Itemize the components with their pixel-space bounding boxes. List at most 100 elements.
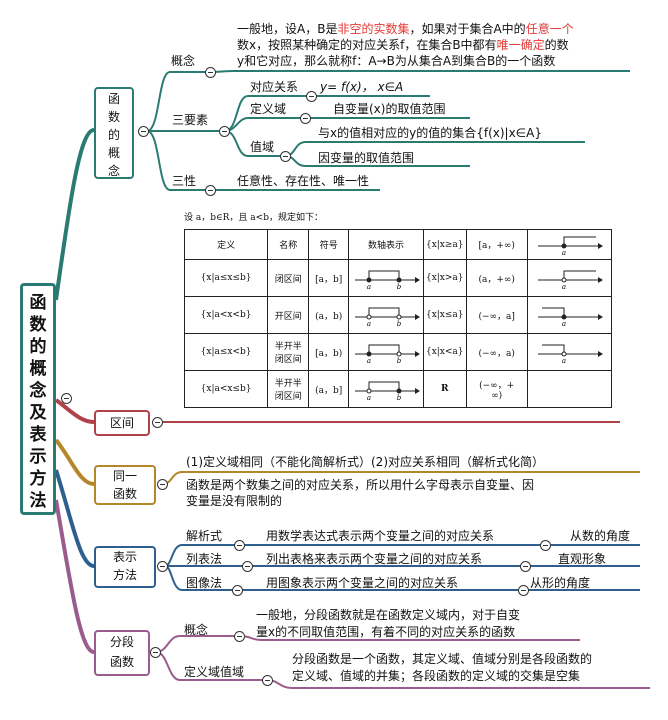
- table-cell: {x|a≤x≤b}: [183, 259, 269, 297]
- table-cell: (a，b): [308, 296, 350, 334]
- svg-text:a: a: [367, 283, 371, 290]
- concept-def-line-1: 一般地，设A，B是非空的实数集，如果对于集合A中的任意一个: [237, 21, 574, 37]
- svg-text:a: a: [367, 357, 371, 364]
- collapse-toggle-domain[interactable]: [300, 113, 311, 124]
- domain-label: 定义域: [250, 102, 287, 116]
- repr-method-note: 从形的角度: [530, 576, 591, 590]
- table-cell: [a，b]: [308, 259, 350, 297]
- def-text-segment: 数x，按照某种确定的对应关系f，在集合B中都有: [237, 38, 497, 52]
- svg-text:a: a: [562, 283, 566, 290]
- collapse-toggle-repr-item[interactable]: [242, 561, 253, 572]
- domain-value: 自变量(x)的取值范围: [333, 102, 446, 116]
- table-cell: 半开半 闭区间: [267, 370, 310, 408]
- mapping-label: 对应关系: [250, 80, 299, 94]
- piece-dr-line-2: 定义域、值域的并集；各段函数的定义域的交集是空集: [292, 669, 581, 683]
- svg-text:a: a: [562, 357, 566, 364]
- number-line-icon: a: [538, 270, 604, 291]
- table-cell: a: [526, 259, 613, 297]
- branch-representation[interactable]: 表示 方法: [94, 546, 156, 588]
- table-cell: {x|a<x≤b}: [183, 370, 269, 408]
- table-header-cell: 名称: [267, 229, 310, 260]
- svg-text:a: a: [367, 320, 371, 327]
- concept-def-label: 概念: [171, 54, 196, 68]
- collapse-toggle-concept[interactable]: [138, 126, 149, 137]
- collapse-toggle-root[interactable]: [61, 393, 72, 404]
- number-line-icon: a: [538, 307, 604, 328]
- table-cell: (−∞，a]: [465, 296, 528, 334]
- table-cell: R: [422, 370, 467, 408]
- svg-text:a: a: [562, 320, 566, 327]
- collapse-toggle-mapping[interactable]: [306, 91, 317, 102]
- def-text-segment: y和它对应，那么就称f：A→B为从集合A到集合B的一个函数: [237, 54, 556, 68]
- table-cell: a: [526, 333, 613, 371]
- table-header-row: 定义名称符号数轴表示{x|x≥a}[a，+∞)a: [183, 229, 613, 260]
- table-cell: (−∞，+ ∞): [465, 370, 528, 408]
- repr-method-label: 图像法: [186, 576, 223, 590]
- branch-piecewise[interactable]: 分段 函数: [94, 630, 150, 676]
- collapse-toggle-piece[interactable]: [150, 647, 161, 658]
- collapse-toggle-three[interactable]: [219, 126, 230, 137]
- same-condition: (1)定义域相同（不能化简解析式）(2)对应关系相同（解析式化简）: [186, 455, 544, 469]
- repr-method-label: 列表法: [186, 552, 223, 566]
- table-cell: (a，+∞): [465, 259, 528, 297]
- table-header-cell: a: [526, 229, 613, 260]
- repr-method-desc: 列出表格来表示两个变量之间的对应关系: [266, 552, 483, 566]
- svg-text:a: a: [367, 394, 371, 401]
- collapse-toggle-piece-def[interactable]: [234, 631, 245, 642]
- repr-method-desc: 用图象表示两个变量之间的对应关系: [266, 576, 459, 590]
- table-cell: {x|x≤a}: [422, 296, 467, 334]
- range-value-set: 与x的值相对应的y的值的集合{f(x)|x∈A}: [318, 126, 542, 140]
- number-line-icon: a: [538, 344, 604, 365]
- collapse-toggle-repr-note[interactable]: [520, 561, 531, 572]
- collapse-toggle-repr[interactable]: [157, 561, 168, 572]
- concept-def-line-2: 数x，按照某种确定的对应关系f，在集合B中都有唯一确定的数: [237, 37, 569, 53]
- collapse-toggle-repr-item[interactable]: [232, 585, 243, 596]
- svg-text:b: b: [397, 394, 402, 401]
- table-cell: {x|a<x<b}: [183, 296, 269, 334]
- svg-text:a: a: [562, 249, 566, 256]
- def-text-segment: 非空的实数集: [337, 22, 410, 36]
- repr-method-desc: 用数学表达式表示两个变量之间的对应关系: [266, 529, 495, 543]
- collapse-toggle-range[interactable]: [280, 151, 291, 162]
- collapse-toggle-piece-dr[interactable]: [262, 675, 273, 686]
- table-cell: {x|x<a}: [422, 333, 467, 371]
- def-text-segment: 的数: [544, 38, 569, 52]
- collapse-toggle-repr-note[interactable]: [518, 585, 529, 596]
- collapse-toggle-repr-item[interactable]: [234, 540, 245, 551]
- svg-text:b: b: [397, 357, 402, 364]
- table-cell: [a，b): [308, 333, 350, 371]
- table-header-cell: [a，+∞): [465, 229, 528, 260]
- repr-method-label: 解析式: [186, 529, 223, 543]
- piece-domain-range-label: 定义域值域: [184, 665, 245, 679]
- collapse-toggle-repr-note[interactable]: [540, 540, 551, 551]
- branch-interval[interactable]: 区间: [94, 410, 150, 436]
- branch-concept[interactable]: 函 数 的 概 念: [94, 87, 134, 179]
- piece-dr-line-1: 分段函数是一个函数，其定义域、值域分别是各段函数的: [292, 652, 593, 666]
- repr-method-note: 直观形象: [558, 552, 607, 566]
- same-note-line-2: 变量是没有限制的: [186, 494, 283, 508]
- table-cell: [526, 370, 613, 408]
- table-header-cell: {x|x≥a}: [422, 229, 467, 260]
- def-text-segment: 唯一确定: [496, 38, 545, 52]
- collapse-toggle-props[interactable]: [205, 185, 216, 196]
- root-title: 函 数 的 概 念 及 表 示 方 法: [20, 283, 56, 515]
- collapse-toggle-def[interactable]: [205, 67, 216, 78]
- table-cell: 开区间: [267, 296, 310, 334]
- concept-def-line-3: y和它对应，那么就称f：A→B为从集合A到集合B的一个函数: [237, 53, 555, 69]
- collapse-toggle-interval[interactable]: [152, 417, 163, 428]
- def-text-segment: 任意一个: [525, 22, 574, 36]
- table-row: {x|a<x<b}开区间(a，b) a b {x|x≤a}(−∞，a] a: [183, 296, 613, 334]
- svg-text:b: b: [397, 320, 402, 327]
- def-text-segment: 一般地，设A，B是: [237, 22, 338, 36]
- piece-def-line-2: 量x的不同取值范围，有着不同的对应关系的函数: [256, 625, 516, 639]
- collapse-toggle-same[interactable]: [157, 479, 168, 490]
- branch-same-function[interactable]: 同一 函数: [94, 465, 156, 505]
- range-label: 值域: [250, 140, 275, 154]
- interval-caption: 设 a，b∈R，且 a<b，规定如下：: [184, 213, 323, 223]
